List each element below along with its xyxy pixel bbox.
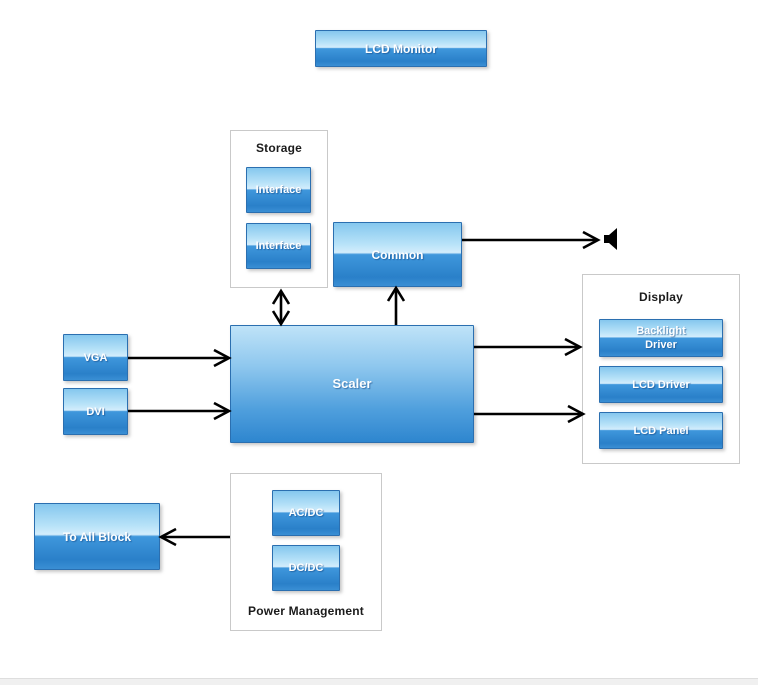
block-common[interactable]: Common: [333, 222, 462, 287]
block-dvi[interactable]: DVI: [63, 388, 128, 435]
storage-group-label: Storage: [255, 141, 303, 155]
backlight-driver-label: Backlight Driver: [636, 325, 686, 351]
display-group-label: Display: [638, 290, 684, 304]
block-scaler[interactable]: Scaler: [230, 325, 474, 443]
block-to-all-block[interactable]: To All Block: [34, 503, 160, 570]
block-storage-interface-1[interactable]: Interface: [246, 167, 311, 213]
block-lcd-panel[interactable]: LCD Panel: [599, 412, 723, 449]
block-acdc[interactable]: AC/DC: [272, 490, 340, 536]
arrow-scaler-to-common: [386, 285, 406, 325]
block-backlight-driver[interactable]: Backlight Driver: [599, 319, 723, 357]
block-storage-interface-2[interactable]: Interface: [246, 223, 311, 269]
block-vga[interactable]: VGA: [63, 334, 128, 381]
arrow-scaler-to-display-top: [474, 337, 583, 357]
canvas-bottom-edge: [0, 678, 758, 685]
block-dcdc[interactable]: DC/DC: [272, 545, 340, 591]
arrow-vga-to-scaler: [128, 348, 232, 368]
speaker-icon: [604, 228, 617, 250]
arrow-power-to-all-block: [158, 527, 230, 547]
arrow-common-to-speaker: [462, 230, 601, 250]
block-lcd-monitor[interactable]: LCD Monitor: [315, 30, 487, 67]
arrow-storage-scaler-bidirectional: [271, 288, 291, 327]
arrow-dvi-to-scaler: [128, 401, 232, 421]
block-lcd-driver[interactable]: LCD Driver: [599, 366, 723, 403]
power-management-group-label: Power Management: [248, 604, 364, 618]
arrow-scaler-to-display-bottom: [474, 404, 586, 424]
